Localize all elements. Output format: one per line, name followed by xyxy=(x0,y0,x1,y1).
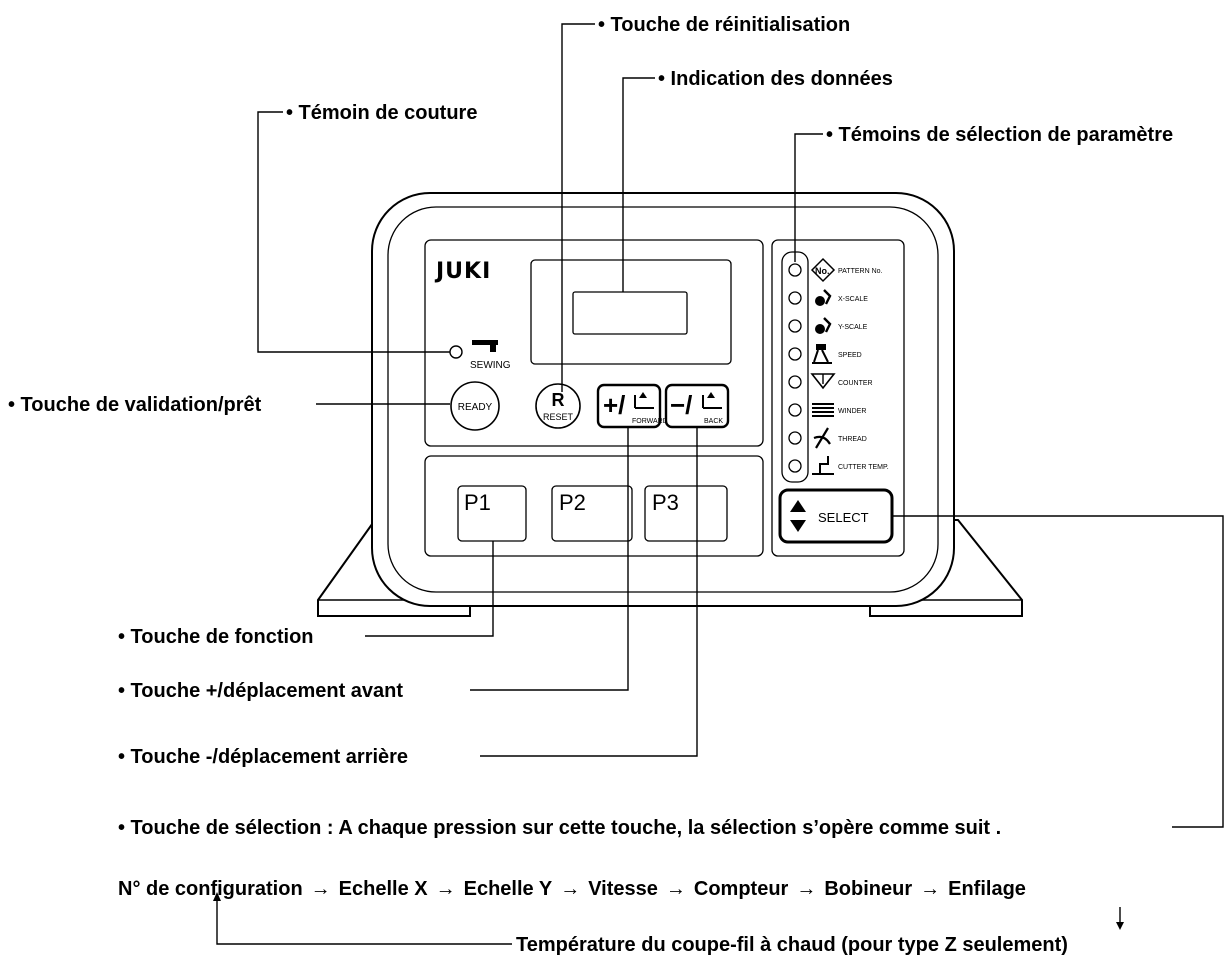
counter-icon xyxy=(810,373,836,390)
parameter-lamp-strip xyxy=(781,251,809,483)
presser-foot-up-icon xyxy=(634,392,654,409)
speed-icon xyxy=(812,344,832,364)
function-key-p3[interactable]: P3 xyxy=(644,485,728,542)
pattern-no-icon: No. xyxy=(810,257,836,283)
sequence-arrow: → xyxy=(796,878,816,900)
up-down-arrow-icon xyxy=(790,500,806,532)
thread-icon xyxy=(813,427,831,449)
presser-foot-up-icon xyxy=(702,392,722,409)
sequence-arrow: → xyxy=(436,878,456,900)
reset-letter: R xyxy=(552,390,565,410)
reset-button[interactable]: R RESET xyxy=(535,383,581,429)
sequence-arrow: → xyxy=(920,878,940,900)
parameter-lamp xyxy=(788,291,802,305)
y-scale-icon xyxy=(815,317,832,334)
parameter-row: WINDER xyxy=(788,403,866,417)
parameter-lamp xyxy=(788,319,802,333)
leader-lines xyxy=(213,23,1224,945)
minus-symbol: −/ xyxy=(670,390,692,420)
parameter-row: SPEED xyxy=(788,344,862,364)
parameter-label: PATTERN No. xyxy=(838,268,883,275)
parameter-lamp xyxy=(788,375,802,389)
sequence-arrow: → xyxy=(560,878,580,900)
parameter-list: No. PATTERN No. X-SCALE Y-SCALE SPEED COUNTER… xyxy=(788,257,889,475)
cutter-temp-icon xyxy=(812,456,834,475)
sequence-step: Compteur xyxy=(694,878,789,900)
parameter-row: No. PATTERN No. xyxy=(788,257,883,283)
sequence-arrow: → xyxy=(311,878,331,900)
plus-forward-button[interactable]: +/ FORWARD xyxy=(596,383,668,429)
sequence-step: Echelle Y xyxy=(464,878,553,900)
parameter-label: CUTTER TEMP. xyxy=(838,464,889,471)
data-display xyxy=(530,259,732,365)
reset-label: RESET xyxy=(543,412,574,422)
minus-back-button[interactable]: −/ BACK xyxy=(664,383,730,429)
function-key-label: P3 xyxy=(652,490,679,515)
parameter-label: Y-SCALE xyxy=(838,324,868,331)
parameter-row: Y-SCALE xyxy=(788,317,868,334)
winder-icon xyxy=(812,403,834,417)
sequence-step: Echelle X xyxy=(339,878,429,900)
sewing-label: SEWING xyxy=(470,360,511,371)
sequence-arrow: → xyxy=(666,878,686,900)
x-scale-icon xyxy=(815,289,832,306)
sequence-step: Enfilage xyxy=(948,878,1026,900)
parameter-label: COUNTER xyxy=(838,380,873,387)
parameter-lamp xyxy=(788,459,802,473)
parameter-row: THREAD xyxy=(788,427,867,449)
callout-sewing-lamp: • Témoin de couture xyxy=(286,102,477,124)
sewing-machine-icon xyxy=(472,340,498,352)
parameter-row: X-SCALE xyxy=(788,289,868,306)
function-key-label: P2 xyxy=(559,490,586,515)
parameter-label: WINDER xyxy=(838,408,866,415)
parameter-lamp xyxy=(788,403,802,417)
callout-reset: • Touche de réinitialisation xyxy=(598,14,850,36)
selection-sequence: N° de configuration → Echelle X → Echelle Y →… xyxy=(118,878,1026,900)
callout-ready: • Touche de validation/prêt xyxy=(8,394,262,416)
callout-select: • Touche de sélection : A chaque pressio… xyxy=(118,817,1001,839)
sewing-lamp: SEWING xyxy=(449,340,511,371)
function-key-p2[interactable]: P2 xyxy=(551,485,633,542)
select-button[interactable]: SELECT xyxy=(778,488,894,544)
sequence-step: Vitesse xyxy=(588,878,658,900)
parameter-lamp xyxy=(788,263,802,277)
parameter-row: COUNTER xyxy=(788,373,873,390)
parameter-label: THREAD xyxy=(838,436,867,443)
parameter-label: X-SCALE xyxy=(838,296,868,303)
callout-function: • Touche de fonction xyxy=(118,626,314,648)
plus-symbol: +/ xyxy=(603,390,625,420)
callout-minus: • Touche -/déplacement arrière xyxy=(118,746,408,768)
pattern-no-badge: No. xyxy=(815,266,830,276)
forward-label: FORWARD xyxy=(632,418,668,425)
function-key-p1[interactable]: P1 xyxy=(457,485,527,542)
callout-plus: • Touche +/déplacement avant xyxy=(118,680,403,702)
select-label: SELECT xyxy=(818,510,869,525)
parameter-row: CUTTER TEMP. xyxy=(788,456,889,475)
sequence-step: Bobineur xyxy=(824,878,912,900)
brand-logo: JUKI xyxy=(434,259,491,284)
parameter-lamp xyxy=(788,347,802,361)
back-label: BACK xyxy=(704,418,723,425)
callouts: • Touche de réinitialisation • Indicatio… xyxy=(8,14,1173,839)
function-key-label: P1 xyxy=(464,490,491,515)
ready-label: READY xyxy=(458,402,493,413)
callout-data-display: • Indication des données xyxy=(658,68,893,90)
sequence-last-step: Température du coupe-fil à chaud (pour t… xyxy=(516,934,1068,956)
parameter-lamp xyxy=(788,431,802,445)
callout-param-lamps: • Témoins de sélection de paramètre xyxy=(826,124,1173,146)
ready-button[interactable]: READY xyxy=(450,381,500,431)
sequence-step: N° de configuration xyxy=(118,878,303,900)
parameter-label: SPEED xyxy=(838,352,862,359)
